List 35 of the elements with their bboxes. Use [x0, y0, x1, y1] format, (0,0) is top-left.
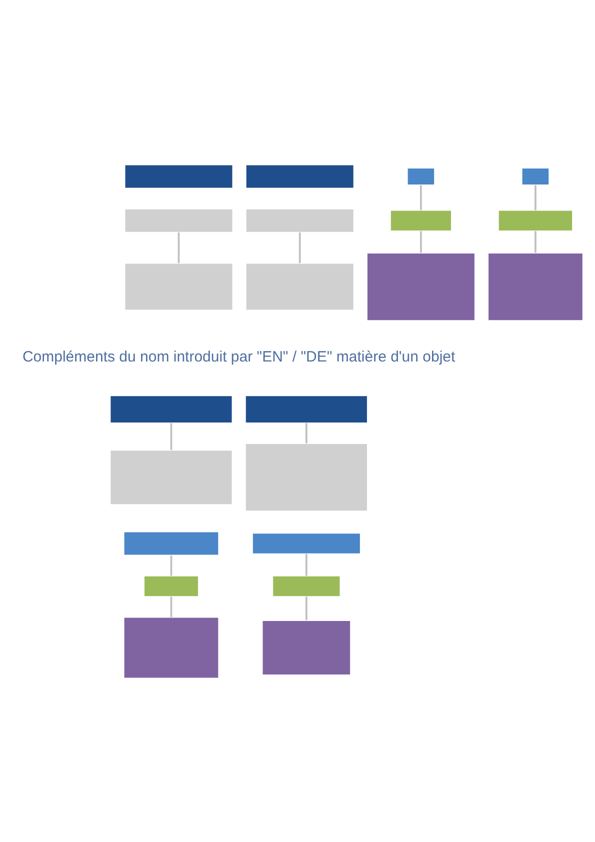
- node-box: [366, 252, 476, 321]
- connector: [534, 184, 536, 210]
- node-box: [123, 530, 220, 556]
- connector: [298, 232, 301, 263]
- node-box: [272, 574, 341, 597]
- node-box: [262, 620, 352, 675]
- node-box: [245, 262, 354, 310]
- node-box: [406, 167, 436, 185]
- node-box: [252, 532, 361, 554]
- connector: [170, 422, 172, 450]
- node-box: [124, 164, 234, 188]
- node-box: [245, 164, 354, 188]
- connector: [170, 555, 172, 576]
- label: Compléments du nom introduit par "EN" / "DE" matière d'un objet: [22, 348, 456, 366]
- connector: [178, 232, 180, 263]
- connector: [305, 596, 308, 620]
- node-box: [488, 252, 584, 321]
- node-box: [144, 574, 199, 597]
- connector: [305, 553, 308, 576]
- node-box: [110, 394, 233, 423]
- connector: [420, 230, 422, 252]
- node-box: [390, 209, 452, 231]
- node-box: [244, 442, 368, 512]
- connector: [534, 230, 536, 252]
- node-box: [244, 394, 368, 423]
- node-box: [521, 167, 550, 185]
- node-box: [498, 209, 574, 231]
- node-box: [124, 262, 234, 310]
- connector: [170, 596, 172, 617]
- node-box: [124, 208, 234, 232]
- connector: [420, 184, 422, 210]
- node-box: [123, 616, 220, 678]
- node-box: [110, 449, 233, 505]
- node-box: [245, 208, 354, 232]
- connector: [305, 422, 308, 443]
